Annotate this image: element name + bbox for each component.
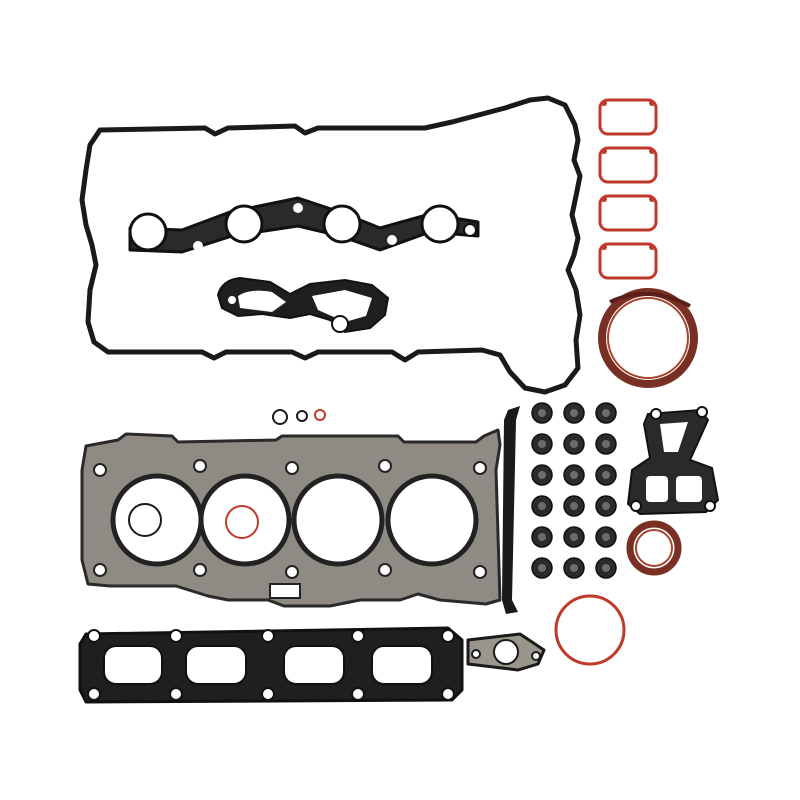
valve-stem-seal <box>563 402 585 424</box>
valve-stem-seal <box>563 495 585 517</box>
valve-stem-seal <box>595 557 617 579</box>
valve-stem-seal <box>563 433 585 455</box>
intake-manifold-gaskets <box>598 98 658 280</box>
intake-gasket <box>598 242 658 280</box>
valve-stem-seals <box>531 402 617 579</box>
water-outlet-gasket <box>626 406 720 516</box>
valve-stem-seal <box>595 464 617 486</box>
egr-flange-gasket <box>466 632 546 672</box>
valve-stem-seal <box>563 464 585 486</box>
spark-plug-tube-seal <box>128 196 480 254</box>
valve-stem-seal <box>531 526 553 548</box>
small-o-rings <box>272 409 326 425</box>
front-crank-seal <box>626 520 682 576</box>
valve-stem-seal <box>595 526 617 548</box>
valve-stem-seal <box>531 495 553 517</box>
head-gasket <box>80 428 502 608</box>
head-gasket-side-strip <box>502 406 520 614</box>
valve-stem-seal <box>531 433 553 455</box>
valve-stem-seal <box>531 464 553 486</box>
valve-stem-seal <box>563 557 585 579</box>
intake-gasket <box>598 98 658 136</box>
rear-main-seal <box>598 288 698 388</box>
intake-gasket <box>598 146 658 184</box>
valve-stem-seal <box>531 557 553 579</box>
valve-stem-seal <box>595 402 617 424</box>
valve-stem-seal <box>531 402 553 424</box>
valve-stem-seal <box>595 433 617 455</box>
thermostat-housing-gasket <box>216 276 390 334</box>
exhaust-manifold-gasket <box>78 626 464 704</box>
throttle-body-o-ring <box>554 594 626 666</box>
intake-gasket <box>598 194 658 232</box>
valve-stem-seal <box>563 526 585 548</box>
valve-stem-seal <box>595 495 617 517</box>
valve-cover-gasket <box>79 95 583 395</box>
